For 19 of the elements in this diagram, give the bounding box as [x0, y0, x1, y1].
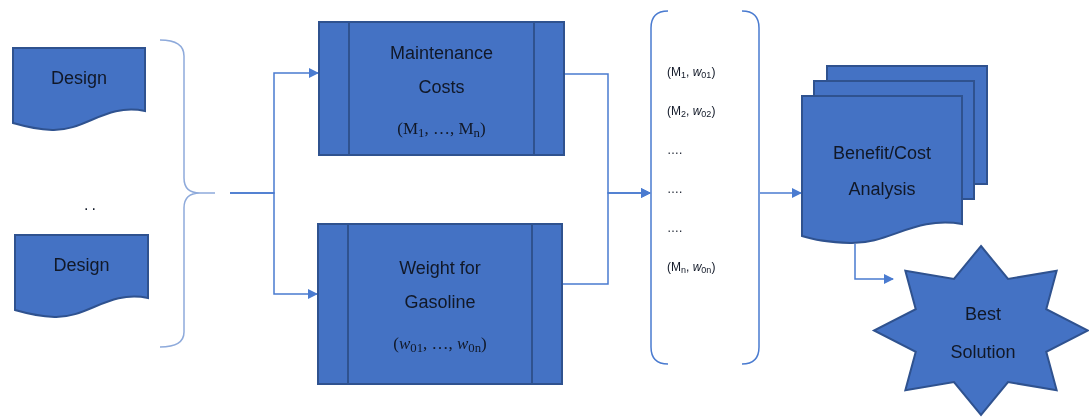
node-text: ….: [667, 220, 684, 237]
node-text: (M$_{1}$, w$_{01}$): [667, 64, 716, 83]
node-text: ….: [667, 181, 684, 198]
node-text: (M$_{1}$, …, M$_{n}$): [397, 117, 486, 142]
connector-arrow: [229, 192, 318, 299]
node-text: ….: [667, 142, 684, 159]
node-text: (M$_{2}$, w$_{02}$): [667, 103, 716, 122]
node-text: Design: [51, 67, 107, 90]
connector-arrow: [562, 188, 651, 285]
node-text: Benefit/Cost Analysis: [831, 142, 933, 201]
connector-arrow: [854, 243, 894, 284]
node-text: Weight for Gasoline: [398, 257, 482, 315]
ellipsis-label: ..: [84, 195, 99, 215]
node-text: Best Solution: [949, 303, 1017, 364]
node-text: (w$_{01}$, …, w$_{0n}$): [393, 333, 487, 357]
node-text: (M$_{n}$, w$_{0n}$): [667, 259, 716, 278]
connector-arrow: [759, 188, 802, 198]
node-text: Design: [53, 254, 110, 277]
node-text: Maintenance Costs: [388, 41, 495, 99]
